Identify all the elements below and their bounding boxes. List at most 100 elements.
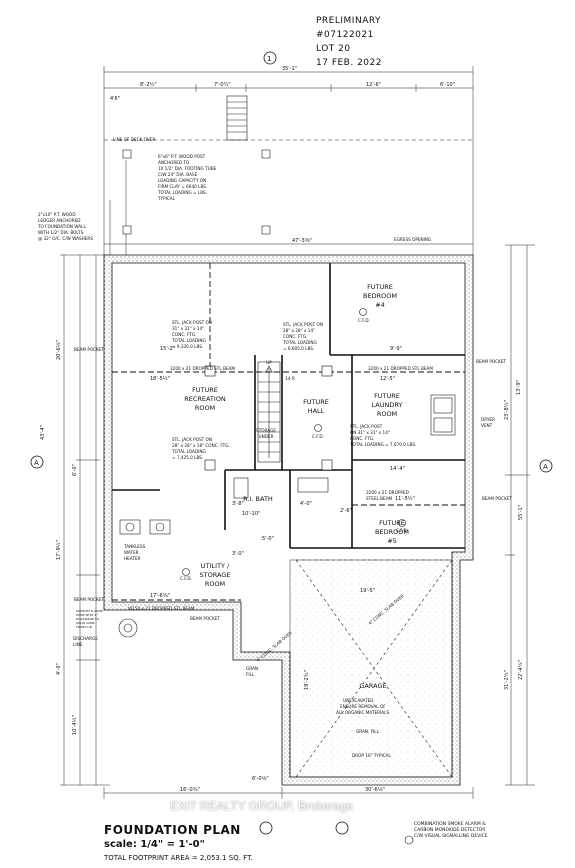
rec-room-label-1: FUTURE — [192, 386, 218, 394]
bedroom4-label-1: FUTURE — [367, 283, 393, 291]
ledger-note-1: 2"x10" P.T. WOOD — [38, 212, 76, 217]
beam-pocket-right-1: BEAM POCKET — [476, 359, 506, 364]
dim-top-right-b: 6'-10" — [440, 82, 455, 88]
post-note-3: 10 1/2" DIA. FOOTING TUBE — [158, 166, 217, 171]
smoke-detectors — [182, 308, 414, 845]
post-note-2: ANCHORED TO — [158, 160, 190, 165]
dim-beam-1: 18'-5½" — [150, 375, 170, 382]
bedroom5-label-2: BEDROOM — [375, 528, 409, 536]
dim-left-a: 20'-6⅛" — [56, 340, 62, 360]
dim-garage-width: 19'-5" — [360, 588, 375, 594]
laundry-label-2: LAUNDRY — [372, 401, 403, 409]
dim-bottom-mid: 6'-0⅛" — [252, 776, 269, 782]
ledger-note-2: LEDGER ANCHORED — [38, 218, 80, 223]
cfd-bed5: C.F.D. — [396, 528, 408, 533]
dim-garage-depth: 19'-2¾" — [304, 670, 310, 690]
garage-label: GARAGE — [359, 682, 386, 690]
rec-room-label-2: RECREATION — [184, 395, 226, 403]
jack-posts — [204, 365, 333, 471]
jack-post-2-d: TOTAL LOADING — [282, 340, 317, 345]
dim-left-e: 10'-4½" — [71, 715, 78, 735]
utility-label-1: UTILITY / — [201, 562, 230, 570]
title-block: PRELIMINARY #07122021 LOT 20 17 FEB. 202… — [316, 14, 382, 70]
dim-right-d: 22'-4¼" — [518, 660, 524, 680]
dimension-lines — [60, 66, 535, 799]
section-markers — [30, 51, 553, 835]
jack-post-1-e: = 9,330.0 LBS. — [172, 344, 203, 349]
sump-2: PUMP WITH 2" — [76, 613, 98, 617]
plan-title: FOUNDATION PLAN — [104, 823, 241, 837]
legend-line-2: CARBON MONOXIDE DETECTOR — [414, 828, 486, 833]
dropped-beam-3: W150 x 21 DROPPED STL BEAM — [128, 606, 195, 611]
hall-label-1: FUTURE — [303, 398, 329, 406]
jack-post-4-c: TOTAL LOADING — [171, 449, 206, 454]
dim-small-1: 3'-8" — [232, 501, 244, 507]
bedroom5-label-3: #5 — [387, 537, 397, 545]
garage-fill-2: ENSURE REMOVAL OF — [340, 704, 386, 709]
stair — [257, 361, 281, 463]
dimension-labels: 35'-1" 8'-2¼" 7'-0¼" 12'-6" 6'-10" 4'6" … — [40, 66, 524, 793]
plan-number: #07122021 — [316, 30, 374, 40]
dim-small-4: 5'-0" — [262, 536, 274, 542]
tankless-1: TANKLESS — [123, 544, 146, 549]
dim-small-3: 2'-6" — [340, 508, 352, 514]
laundry-label-3: ROOM — [377, 410, 397, 418]
hall-label-2: HALL — [308, 407, 325, 415]
cfd-utility: C.F.D. — [180, 576, 192, 581]
dropped-beam-2: 3200 x 21 DROPPED STL BEAM — [368, 366, 433, 371]
drop-note: DROP 16" TYPICAL — [352, 753, 392, 758]
jack-post-3-a: STL. JACK POST — [350, 424, 383, 429]
gran-fill-garage: GRAN. FILL — [356, 729, 380, 734]
deck-line-note: LINE OF DECK OVER — [113, 137, 155, 142]
bedroom4-label-3: #4 — [375, 301, 385, 309]
dropped-beam-1: 3200 x 21 DROPPED STL BEAM — [170, 366, 235, 371]
post-note-1: 6"x6" P.T. WOOD POST — [158, 154, 206, 159]
interior-walls — [112, 263, 465, 549]
legend-line-3: C/W VISUAL SIGNALLING DEVICE — [414, 834, 488, 839]
dim-bath-width: 10'-10" — [242, 511, 260, 517]
dim-small-5: 3'-0" — [232, 551, 244, 557]
rec-room-label-3: ROOM — [195, 404, 215, 412]
bedroom4-label-2: BEDROOM — [363, 292, 397, 300]
dim-right-a: 23'-8¼" — [504, 400, 510, 420]
jack-post-1-a: STL. JACK POST ON — [172, 320, 212, 325]
dim-utility-width: 17'-6⅝" — [150, 593, 170, 599]
dim-top-mid: 7'-0¼" — [214, 82, 231, 88]
dim-right-overall: 55'-1" — [518, 505, 524, 520]
dim-bed5-width: 14'-4" — [390, 466, 405, 472]
garage-slab — [289, 559, 453, 778]
jack-post-3-b: ON 31" x 31" x 14" — [350, 430, 390, 435]
steel-beam-2: STEEL BEAM — [366, 496, 393, 501]
lot-label: LOT 20 — [316, 44, 351, 54]
jack-post-3-c: CONC. FTG. — [350, 436, 374, 441]
stair-labels: STORAGE UNDER UP 14 R — [256, 360, 295, 439]
discharge-2: LINE — [73, 642, 83, 647]
post-note-5: LOADING CAPACITY ON — [158, 178, 206, 183]
discharge-1: DISCHARGE — [73, 636, 98, 641]
ledger-note-4: WITH 1/2" DIA. BOLTS — [38, 230, 84, 235]
section-mark-right: A — [543, 463, 548, 471]
section-mark-top: 1 — [267, 55, 271, 63]
section-mark-left: A — [34, 459, 39, 467]
watermark: EXIT REALTY GROUP, Brokerage — [170, 799, 354, 813]
beam-pocket-left-2: BEAM POCKET — [74, 597, 104, 602]
egress-note: EGRESS OPENING — [394, 237, 431, 242]
jack-post-2-b: 28" x 28" x 14" — [283, 328, 315, 333]
dryer-vent-1: DRYER — [481, 417, 495, 422]
jack-post-2-e: = 6,605.0 LBS. — [283, 346, 314, 351]
stair-riser-label: 14 R — [285, 376, 295, 381]
footprint-area: TOTAL FOOTPRINT AREA = 2,053.1 SQ. FT. — [104, 854, 253, 862]
bedroom5-label-1: FUTURE — [379, 519, 405, 527]
gran-fill-2b: FILL — [246, 672, 255, 677]
utility-label-3: ROOM — [205, 580, 225, 588]
jack-post-1-c: CONC. FTG. — [172, 332, 196, 337]
dim-small-2: 4'-0" — [300, 501, 312, 507]
tankless-2: WATER — [124, 550, 139, 555]
sump-5: FRONT LID — [76, 625, 93, 629]
laundry-label-1: FUTURE — [374, 392, 400, 400]
jack-post-2-a: STL. JACK POST ON — [283, 322, 323, 327]
sump-3: DISCHARGE TO — [76, 617, 100, 621]
dim-top-walls: 47'-3⅜" — [292, 238, 312, 244]
jack-post-4-b: 28" x 28" x 18" CONC. FTG. — [172, 443, 230, 448]
